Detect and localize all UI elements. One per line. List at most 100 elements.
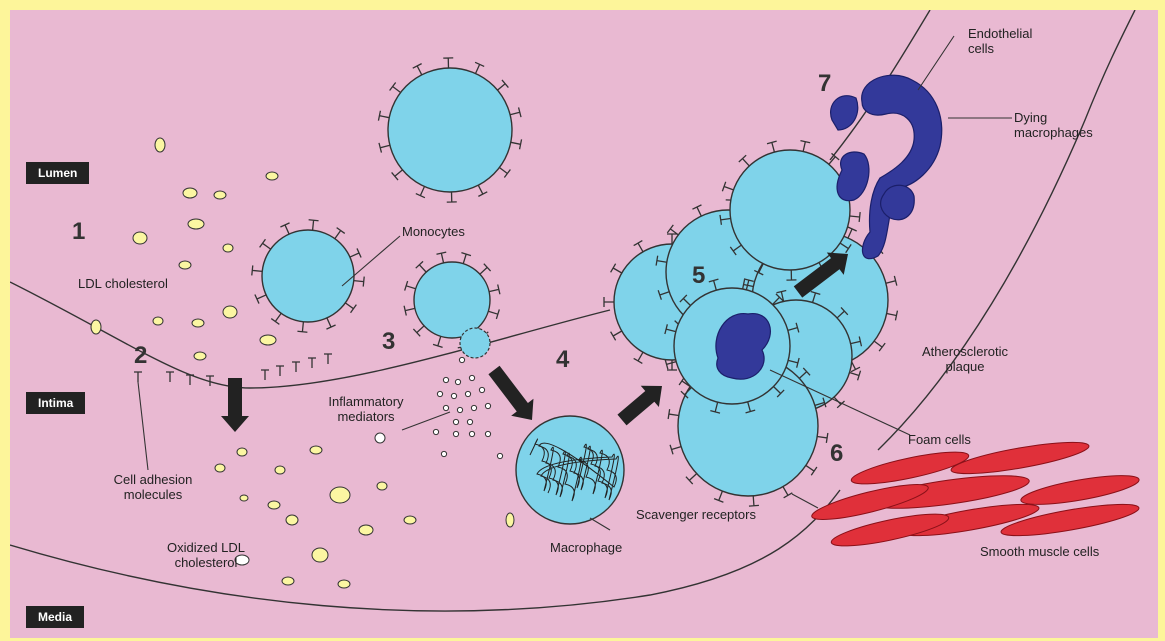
receptor bbox=[886, 276, 897, 286]
ldl-particle bbox=[153, 317, 163, 325]
mediator-dot bbox=[469, 431, 474, 436]
arrow-shape bbox=[613, 375, 671, 430]
receptor bbox=[739, 155, 749, 166]
step-number-4: 4 bbox=[556, 346, 569, 374]
macrophage bbox=[516, 416, 624, 524]
receptor bbox=[260, 239, 271, 249]
mediator-dot bbox=[455, 379, 460, 384]
label-inflammatory-line1: Inflammatory bbox=[310, 394, 422, 409]
receptor bbox=[436, 252, 446, 263]
label-dying-line2: macrophages bbox=[1014, 125, 1093, 140]
receptor bbox=[297, 322, 307, 332]
receptor bbox=[887, 311, 898, 321]
ldl-particle bbox=[312, 548, 328, 562]
label-inflammatory-mediators: Inflammatory mediators bbox=[310, 394, 422, 424]
receptor bbox=[604, 297, 614, 307]
leader-adhesion bbox=[138, 382, 148, 470]
receptor bbox=[692, 205, 701, 216]
label-cell-adhesion-molecules: Cell adhesion molecules bbox=[98, 472, 208, 502]
step-number-2: 2 bbox=[134, 342, 147, 370]
ldl-particle bbox=[282, 577, 294, 585]
region-label-media: Media bbox=[26, 606, 84, 628]
leader-endothelial bbox=[918, 36, 954, 90]
receptor bbox=[848, 227, 857, 238]
receptor bbox=[670, 445, 681, 455]
receptor bbox=[634, 352, 643, 363]
mediator-dot bbox=[441, 451, 446, 456]
ldl-particle bbox=[404, 516, 416, 524]
receptor bbox=[499, 167, 510, 177]
step-number-5: 5 bbox=[692, 262, 705, 290]
adhesion-molecule bbox=[134, 372, 142, 382]
receptor bbox=[335, 228, 345, 239]
ldl-particle bbox=[223, 306, 237, 318]
receptor bbox=[309, 220, 319, 230]
receptor bbox=[767, 141, 777, 152]
receptor bbox=[665, 360, 676, 370]
mediator-dot bbox=[453, 419, 458, 424]
receptor bbox=[510, 107, 521, 117]
mediator-dot bbox=[443, 405, 448, 410]
ldl-particle bbox=[268, 501, 280, 509]
receptor bbox=[850, 212, 860, 222]
receptor bbox=[271, 313, 281, 324]
cell-body bbox=[414, 262, 490, 338]
receptor bbox=[416, 186, 425, 197]
label-oxldl-line2: cholesterol bbox=[156, 555, 256, 570]
receptor bbox=[404, 306, 415, 316]
ldl-particle bbox=[330, 487, 350, 503]
ldl-particle bbox=[179, 261, 191, 269]
ldl-particle bbox=[183, 188, 197, 198]
monocyte-left bbox=[252, 220, 364, 332]
mediator-dot bbox=[443, 377, 448, 382]
step-number-3: 3 bbox=[382, 328, 395, 356]
mediator-dot bbox=[459, 357, 464, 362]
adhesion-molecule bbox=[308, 358, 316, 368]
label-ldl-cholesterol: LDL cholesterol bbox=[78, 276, 168, 291]
ldl-particle bbox=[223, 244, 233, 252]
ldl-particle bbox=[240, 495, 248, 501]
receptor bbox=[416, 261, 426, 272]
ldl-particles bbox=[91, 138, 514, 588]
receptor bbox=[255, 294, 266, 303]
step-number-1: 1 bbox=[72, 218, 85, 246]
receptor bbox=[252, 265, 262, 275]
receptor bbox=[488, 309, 499, 319]
ldl-particle bbox=[377, 482, 387, 490]
receptor bbox=[783, 487, 792, 498]
label-endothelial-line2: cells bbox=[968, 41, 1032, 56]
dying-macrophage-mid bbox=[837, 152, 869, 201]
ldl-particle bbox=[506, 513, 514, 527]
label-scavenger-receptors: Scavenger receptors bbox=[636, 507, 756, 522]
adhesion-molecule bbox=[324, 354, 332, 364]
label-foam-cells: Foam cells bbox=[908, 432, 971, 447]
mediator-dot bbox=[465, 391, 470, 396]
receptor bbox=[668, 409, 679, 419]
receptor bbox=[433, 336, 443, 347]
adhesion-molecule bbox=[166, 372, 174, 382]
label-plaque-line2: plaque bbox=[910, 359, 1020, 374]
mediator-dot bbox=[437, 391, 442, 396]
receptor bbox=[405, 281, 416, 291]
mediator-dot bbox=[497, 453, 502, 458]
ldl-particle bbox=[237, 448, 247, 456]
receptor bbox=[392, 170, 403, 180]
leader-scavenger bbox=[792, 494, 818, 508]
region-label-lumen: Lumen bbox=[26, 162, 89, 184]
adhesion-molecule bbox=[261, 370, 269, 380]
label-dying-line1: Dying bbox=[1014, 110, 1093, 125]
ldl-particle bbox=[338, 580, 350, 588]
ldl-particle bbox=[194, 352, 206, 360]
receptor bbox=[722, 182, 733, 191]
ldl-particle bbox=[286, 515, 298, 525]
receptor bbox=[686, 474, 697, 484]
receptor bbox=[611, 331, 622, 340]
cell-body bbox=[388, 68, 512, 192]
receptor bbox=[849, 371, 860, 381]
cell-body bbox=[730, 150, 850, 270]
step-number-6: 6 bbox=[830, 440, 843, 468]
leader-macrophage bbox=[590, 518, 610, 530]
ldl-particle bbox=[359, 525, 373, 535]
receptor bbox=[461, 253, 471, 264]
mediator-dot bbox=[453, 431, 458, 436]
